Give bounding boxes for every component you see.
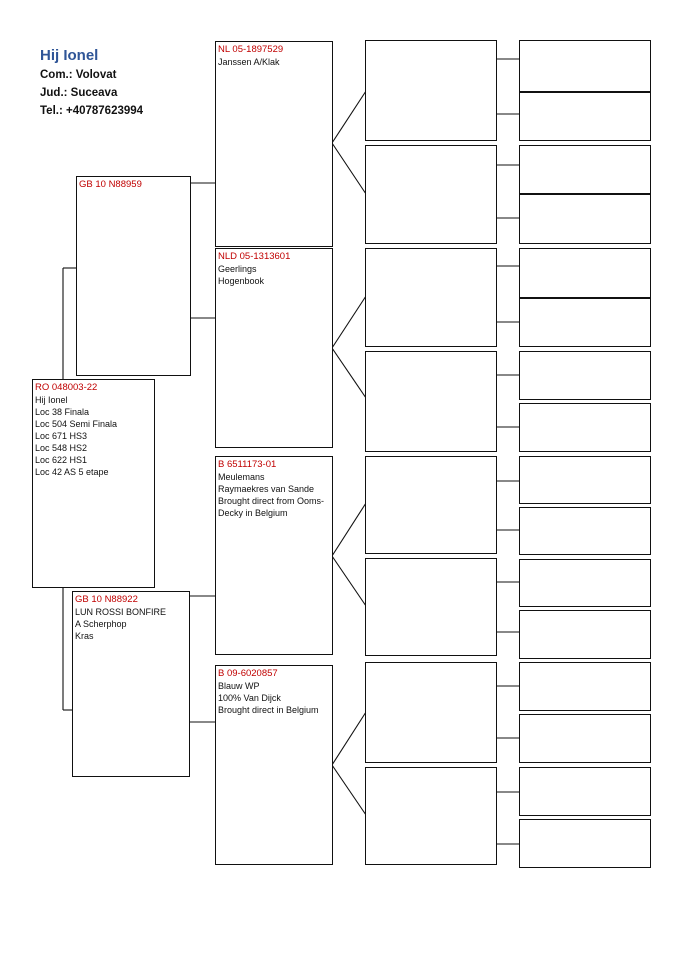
dam-dam-box: B 09-6020857 Blauw WP 100% Van Dijck Bro… [215, 665, 333, 865]
divider [519, 297, 651, 299]
sire-dam-line: Geerlings [218, 264, 257, 274]
gen3-box [365, 558, 497, 656]
subject-line: Loc 504 Semi Finala [35, 419, 118, 429]
sire-sire-ring: NL 05-1897529 [218, 44, 284, 55]
dam-sire-box: B 6511173-01 Meulemans Raymaekres van Sa… [215, 456, 333, 655]
dam-dam-line: 100% Van Dijck [218, 693, 281, 703]
gen3-box [365, 767, 497, 865]
dam-dam-line: Brought direct in Belgium [218, 705, 319, 715]
dam-line: A Scherphop [75, 619, 127, 629]
subject-line: Hij Ionel [35, 395, 68, 405]
gen4-box [519, 559, 651, 607]
sire-dam-box: NLD 05-1313601 Geerlings Hogenbook [215, 248, 333, 448]
sire-sire-box: NL 05-1897529 Janssen A/Klak [215, 41, 333, 247]
owner-phone: Tel.: +40787623994 [40, 105, 144, 117]
gen4-box [519, 662, 651, 711]
owner-commune: Com.: Volovat [40, 69, 117, 81]
gen4-box [519, 40, 651, 141]
gen3-box [365, 662, 497, 763]
sire-dam-line: Hogenbook [218, 276, 265, 286]
subject-box: RO 048003-22 Hij Ionel Loc 38 Finala Loc… [32, 379, 155, 588]
owner-name: Hij Ionel [40, 47, 99, 64]
dam-dam-ring: B 09-6020857 [218, 668, 278, 679]
dam-line: Kras [75, 631, 94, 641]
gen4-box [519, 610, 651, 659]
sire-dam-ring: NLD 05-1313601 [218, 251, 291, 262]
subject-line: Loc 622 HS1 [35, 455, 88, 465]
dam-sire-line: Decky in Belgium [218, 508, 288, 518]
subject-line: Loc 38 Finala [35, 407, 90, 417]
gen4-box [519, 507, 651, 555]
dam-ring: GB 10 N88922 [75, 594, 138, 605]
divider [519, 91, 651, 93]
dam-sire-line: Brought direct from Ooms- [218, 496, 325, 506]
gen3-box [365, 351, 497, 452]
subject-ring: RO 048003-22 [35, 382, 98, 393]
sire-box: GB 10 N88959 [76, 176, 191, 376]
gen3-box [365, 40, 497, 141]
owner-county: Jud.: Suceava [40, 87, 118, 99]
gen3-box [365, 248, 497, 347]
gen4-box [519, 819, 651, 868]
sire-sire-line: Janssen A/Klak [218, 57, 280, 67]
gen4-box [519, 714, 651, 763]
gen4-box [519, 403, 651, 452]
gen4-box [519, 351, 651, 400]
dam-box: GB 10 N88922 LUN ROSSI BONFIRE A Scherph… [72, 591, 190, 777]
gen3-box [365, 145, 497, 244]
dam-sire-ring: B 6511173-01 [218, 459, 277, 470]
subject-line: Loc 548 HS2 [35, 443, 88, 453]
dam-line: LUN ROSSI BONFIRE [75, 607, 167, 617]
gen3-box [365, 456, 497, 554]
dam-sire-line: Meulemans [218, 472, 265, 482]
subject-line: Loc 42 AS 5 etape [35, 467, 109, 477]
dam-dam-line: Blauw WP [218, 681, 260, 691]
sire-ring: GB 10 N88959 [79, 179, 142, 190]
dam-sire-line: Raymaekres van Sande [218, 484, 315, 494]
gen4-box [519, 456, 651, 504]
owner-header: Hij Ionel Com.: Volovat Jud.: Suceava Te… [40, 46, 143, 120]
divider [519, 193, 651, 195]
subject-line: Loc 671 HS3 [35, 431, 88, 441]
gen4-box [519, 767, 651, 816]
